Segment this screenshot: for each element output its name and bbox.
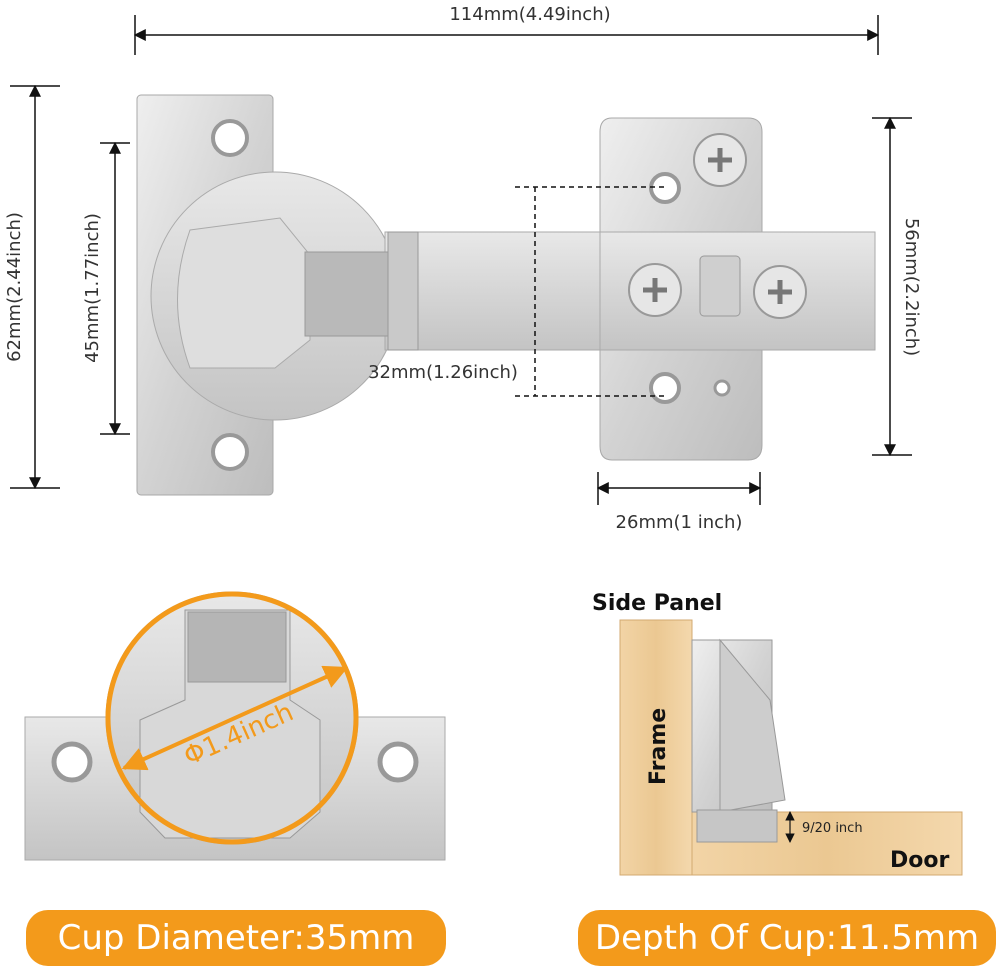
frame-panel [619, 619, 693, 876]
hinge-side-cup [696, 809, 778, 843]
cup-diameter-badge: Cup Diameter:35mm [26, 910, 446, 966]
hinge-side-arm [719, 638, 786, 813]
installation-diagram: Side Panel Frame Door 9/20 inch [592, 591, 963, 876]
cup-depth-badge: Depth Of Cup:11.5mm [578, 910, 996, 966]
cup-detail-hole-left [51, 741, 93, 783]
overlay-label: 9/20 inch [802, 821, 863, 836]
side-panel-label: Side Panel [592, 591, 722, 616]
mount-hole-small [713, 379, 731, 397]
screw-icon [628, 263, 682, 317]
dimension-lines [10, 15, 912, 505]
dim-mount-height: 56mm(2.2inch) [901, 218, 922, 356]
cup-diameter-ring [105, 591, 359, 845]
dim-overall-width: 114mm(4.49inch) [449, 4, 610, 25]
dim-hole-spacing: 45mm(1.77inch) [82, 213, 103, 363]
spring-coil [387, 231, 419, 351]
frame-label: Frame [646, 708, 671, 785]
cup-recess [177, 217, 311, 369]
cup-diameter-arrow [121, 665, 349, 771]
mount-hole-bottom [649, 372, 681, 404]
arm-knuckle [304, 251, 401, 337]
cup-detail-hole-right [377, 741, 419, 783]
mount-hole-top [649, 172, 681, 204]
cup-detail: Φ1.4inch [24, 591, 446, 861]
screw-icon [753, 265, 807, 319]
door-label: Door [890, 848, 949, 873]
hinge-top-view [136, 94, 876, 496]
dim-plate-height: 62mm(2.44inch) [4, 212, 25, 362]
cup-detail-slot [187, 611, 287, 683]
adjust-slot [699, 255, 741, 317]
plate-hole-bottom [211, 433, 249, 471]
screw-icon [693, 133, 747, 187]
dim-mount-width: 26mm(1 inch) [616, 512, 743, 533]
dim-arm-width: 32mm(1.26inch) [368, 362, 518, 383]
plate-hole-top [211, 119, 249, 157]
